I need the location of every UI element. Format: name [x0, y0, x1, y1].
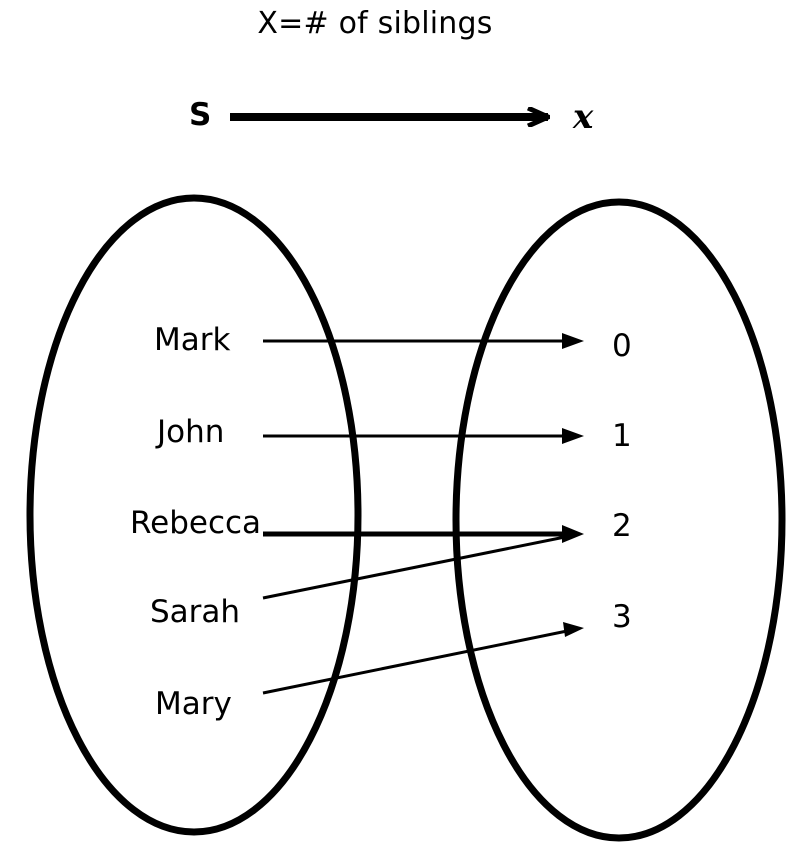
codomain-symbol: x: [573, 97, 594, 137]
domain-element-john: John: [157, 414, 225, 450]
diagram-title: X=# of siblings: [257, 6, 493, 41]
codomain-element-3: 3: [612, 599, 632, 635]
domain-element-mark: Mark: [154, 322, 231, 358]
mapping-arrows: [262, 333, 584, 695]
codomain-element-2: 2: [612, 508, 632, 544]
domain-symbol: S: [189, 97, 212, 133]
domain-element-sarah: Sarah: [150, 594, 241, 630]
domain-element-mary: Mary: [155, 686, 232, 722]
codomain-element-0: 0: [612, 328, 632, 364]
domain-element-rebecca: Rebecca: [130, 505, 262, 541]
arrowhead-icon: [562, 333, 584, 349]
arrowhead-icon: [563, 622, 584, 637]
arrowhead-icon: [562, 428, 584, 444]
arrowhead-icon: [562, 525, 584, 543]
codomain-element-1: 1: [612, 418, 632, 454]
domain-ellipse: [26, 194, 362, 836]
codomain-ellipse: [452, 198, 786, 842]
